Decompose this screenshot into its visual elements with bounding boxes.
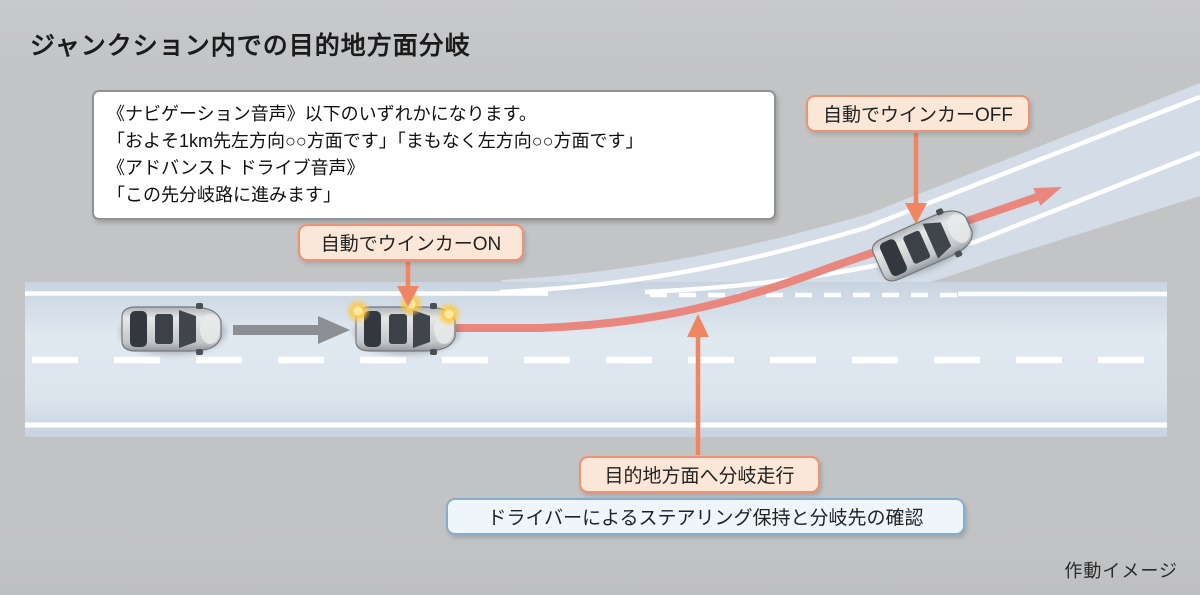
voice-note-line-3: 《アドバンスト ドライブ音声》 bbox=[107, 158, 365, 178]
guide-arrow-winker-off bbox=[905, 133, 927, 224]
guide-arrow-winker-on bbox=[397, 262, 419, 307]
voice-note-line-2: 「およそ1km先左方向○○方面です」「まもなく左方向○○方面です」 bbox=[107, 131, 644, 151]
voice-note-box: 《ナビゲーション音声》以下のいずれかになります。 「およそ1km先左方向○○方面… bbox=[92, 90, 776, 220]
voice-note-line-1: 《ナビゲーション音声》以下のいずれかになります。 bbox=[107, 104, 537, 124]
callout-driver-hold: ドライバーによるステアリング保持と分岐先の確認 bbox=[446, 498, 965, 535]
flow-arrow-head bbox=[318, 316, 350, 344]
page-title: ジャンクション内での目的地方面分岐 bbox=[30, 32, 471, 60]
vehicle-approach bbox=[120, 303, 226, 355]
voice-note-line-4: 「この先分岐路に進みます」 bbox=[107, 185, 341, 205]
callout-winker-off: 自動でウインカーOFF bbox=[806, 95, 1030, 132]
callout-winker-on: 自動でウインカーON bbox=[298, 224, 524, 261]
guide-arrow-branch-drive bbox=[687, 314, 709, 455]
callout-branch-drive: 目的地方面へ分岐走行 bbox=[579, 456, 820, 493]
route-arrowhead bbox=[1033, 187, 1062, 206]
footer-note: 作動イメージ bbox=[1064, 561, 1178, 581]
branch-line-upper bbox=[499, 94, 1200, 295]
